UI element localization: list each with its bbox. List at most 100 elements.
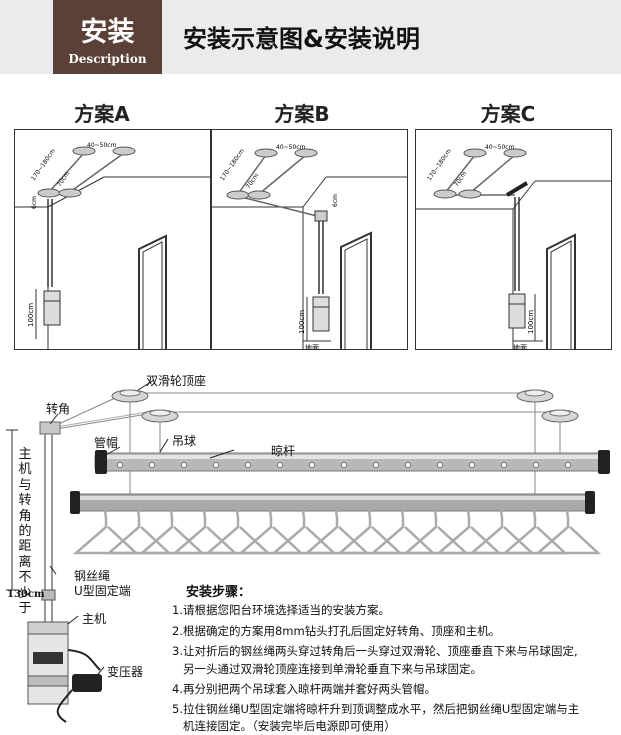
rod-hole bbox=[437, 462, 443, 468]
ceiling-edge bbox=[302, 176, 327, 208]
rod-hole bbox=[149, 462, 155, 468]
step-item: 3.让对折后的钢丝绳两头穿过转角后一头穿过双滑轮、顶座垂直下来与吊球固定, bbox=[172, 644, 578, 658]
host-unit bbox=[312, 296, 330, 332]
rod-cap bbox=[585, 491, 595, 514]
wire-diagonal bbox=[240, 196, 322, 218]
wire-line bbox=[49, 411, 161, 431]
badge-subtitle: Description bbox=[68, 52, 147, 66]
description-badge: 安装 Description bbox=[53, 0, 162, 74]
rod-hole bbox=[213, 462, 219, 468]
plan-a-title: 方案A bbox=[74, 102, 130, 126]
floor-label: 地面 bbox=[305, 343, 319, 350]
rod-hole bbox=[469, 462, 475, 468]
track-right bbox=[69, 152, 125, 193]
pulley-icon bbox=[141, 409, 179, 423]
hanger bbox=[402, 509, 470, 555]
u-end-label: U型固定端 bbox=[74, 584, 131, 598]
pulley-icon bbox=[463, 148, 487, 158]
pulley-icon bbox=[458, 189, 482, 199]
step-item: 机连接固定。（安装完毕后电源即可使用） bbox=[183, 719, 396, 733]
hanger bbox=[105, 509, 173, 555]
distance-value: 130cm bbox=[7, 589, 45, 600]
pulley-icon bbox=[112, 146, 136, 156]
pulley-mount-label: 双滑轮顶座 bbox=[146, 374, 207, 388]
rod-hole bbox=[533, 462, 539, 468]
hanger bbox=[369, 509, 437, 555]
plan-b-diagram: 100cm 地面 40~50cm 170~180cm 70cm 6cm bbox=[211, 129, 408, 350]
host-unit bbox=[27, 621, 69, 705]
hanger bbox=[72, 509, 140, 555]
rod-label: 晾杆 bbox=[271, 444, 296, 458]
width-dim: 40~50cm bbox=[87, 142, 117, 149]
leader-line bbox=[67, 615, 79, 625]
leader-line bbox=[209, 449, 235, 459]
rod-highlight bbox=[72, 496, 592, 500]
door-inner bbox=[550, 240, 572, 349]
pulley-icon bbox=[254, 148, 278, 158]
rod-hole bbox=[181, 462, 187, 468]
small-dim: 6cm bbox=[332, 194, 339, 207]
leader-line bbox=[49, 413, 59, 425]
door-frame bbox=[138, 234, 167, 349]
rod-hole bbox=[277, 462, 283, 468]
host-unit bbox=[508, 293, 526, 329]
ball-label: 吊球 bbox=[172, 434, 197, 448]
leader-line bbox=[97, 666, 105, 675]
rod-hole bbox=[341, 462, 347, 468]
rod-hole bbox=[245, 462, 251, 468]
leader-line bbox=[159, 438, 169, 453]
transformer-label: 变压器 bbox=[107, 665, 144, 679]
hanger bbox=[171, 509, 239, 555]
pulley-icon bbox=[37, 188, 61, 198]
page-title: 安装示意图&安装说明 bbox=[183, 25, 420, 53]
corner-bracket bbox=[505, 181, 529, 197]
pulley-icon bbox=[72, 146, 96, 156]
wire-line bbox=[49, 409, 161, 429]
door-frame bbox=[546, 233, 576, 349]
rod-hole bbox=[117, 462, 123, 468]
hanger bbox=[270, 509, 338, 555]
door-inner bbox=[344, 238, 368, 349]
leader-line bbox=[49, 565, 57, 575]
step-item: 5.拉住钢丝绳U型固定端将晾杆升到顶调整成水平，然后把钢丝绳U型固定端与主 bbox=[172, 702, 580, 716]
installation-diagram bbox=[6, 379, 610, 723]
leader-line bbox=[103, 446, 121, 457]
track-right bbox=[469, 154, 516, 194]
pulley-icon bbox=[433, 189, 457, 199]
pulley-icon bbox=[516, 389, 554, 403]
door-inner bbox=[142, 241, 163, 349]
pulley-icon bbox=[503, 148, 527, 158]
hanger bbox=[534, 509, 602, 555]
plan-c-title: 方案C bbox=[480, 102, 536, 126]
plan-c-diagram: 100cm 地面 40~50cm 170~180cm 70cm bbox=[415, 129, 612, 350]
steps-title: 安装步骤： bbox=[186, 585, 252, 600]
track-left bbox=[237, 154, 267, 195]
plan-a-diagram: 100cm 40~50cm 170~180cm 70cm 6cm bbox=[14, 129, 211, 350]
height-dim: 100cm bbox=[27, 303, 35, 327]
step-item: 1.请根据您阳台环境选择适当的安装方案。 bbox=[172, 603, 390, 617]
rod-highlight bbox=[95, 455, 605, 459]
step-item: 另一头通过双滑轮顶座连接到单滑轮垂直下来与吊球固定。 bbox=[183, 662, 482, 676]
hanger bbox=[138, 509, 206, 555]
cap-label: 管帽 bbox=[94, 436, 119, 450]
hanger bbox=[501, 509, 569, 555]
rod-hole bbox=[373, 462, 379, 468]
hanger bbox=[435, 509, 503, 555]
rod-hole bbox=[565, 462, 571, 468]
track-left bbox=[48, 152, 85, 193]
door-frame bbox=[340, 231, 372, 349]
rod-hole bbox=[405, 462, 411, 468]
corner-mount bbox=[314, 210, 328, 222]
corner-label: 转角 bbox=[46, 402, 71, 416]
step-item: 4.再分别把两个吊球套入晾杆两端并套好两头管帽。 bbox=[172, 682, 436, 696]
hangers bbox=[72, 509, 602, 555]
rod-hole bbox=[309, 462, 315, 468]
height-dim: 100cm bbox=[527, 310, 535, 334]
hanger bbox=[336, 509, 404, 555]
pulley-icon bbox=[58, 188, 82, 198]
badge-title: 安装 bbox=[80, 17, 135, 48]
hanger bbox=[468, 509, 536, 555]
width-dim: 40~50cm bbox=[485, 144, 515, 151]
hanger bbox=[204, 509, 272, 555]
height-dim: 100cm bbox=[298, 310, 306, 334]
